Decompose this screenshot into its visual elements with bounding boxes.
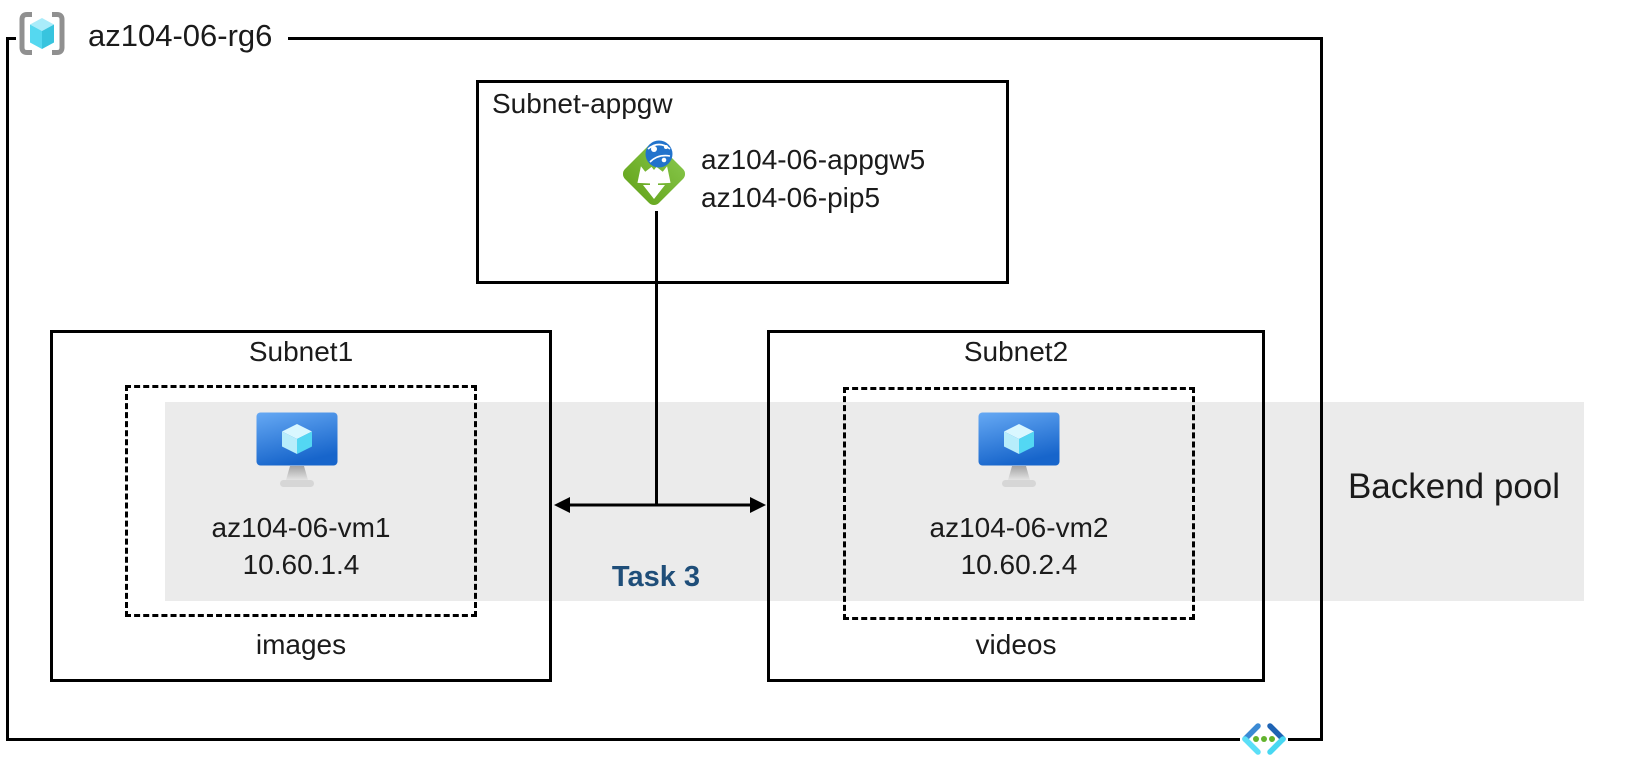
vm1-ip: 10.60.1.4 [242, 549, 360, 580]
virtual-machine-icon [977, 411, 1061, 494]
backend-pool-label: Backend pool [1347, 467, 1561, 506]
vm2-ip: 10.60.2.4 [960, 549, 1078, 580]
application-gateway-icon [617, 133, 691, 218]
vm1-labels: az104-06-vm1 10.60.1.4 [125, 509, 477, 583]
task-label: Task 3 [611, 561, 701, 593]
resource-group-name: az104-06-rg6 [88, 18, 273, 53]
application-gateway-labels: az104-06-appgw5 az104-06-pip5 [701, 141, 925, 217]
subnet1-title: Subnet1 [248, 336, 354, 367]
resource-group-box [6, 37, 1323, 741]
subnet1-backend-member-box [125, 385, 477, 617]
subnet-appgw-title: Subnet-appgw [492, 88, 673, 119]
vm1-name: az104-06-vm1 [211, 512, 391, 543]
subnet-double-arrow [551, 492, 769, 523]
application-gateway-name: az104-06-appgw5 [701, 144, 926, 175]
resource-group-header: az104-06-rg6 [16, 11, 289, 61]
subnet-appgw-box [476, 80, 1009, 284]
subnet1-box [50, 330, 552, 682]
subnet2-backend-member-box [843, 387, 1195, 620]
subnet2-title: Subnet2 [963, 336, 1069, 367]
subnet2-caption: videos [975, 629, 1057, 660]
subnet1-caption: images [255, 629, 347, 660]
subnet2-box [767, 330, 1265, 682]
vm2-labels: az104-06-vm2 10.60.2.4 [843, 509, 1195, 583]
public-ip-name: az104-06-pip5 [701, 182, 881, 213]
vm2-name: az104-06-vm2 [929, 512, 1109, 543]
backend-pool-band [165, 402, 1584, 601]
appgw-connector-line [655, 211, 658, 506]
resource-group-icon [18, 11, 66, 61]
virtual-network-icon [1238, 712, 1290, 761]
virtual-machine-icon [255, 411, 339, 494]
